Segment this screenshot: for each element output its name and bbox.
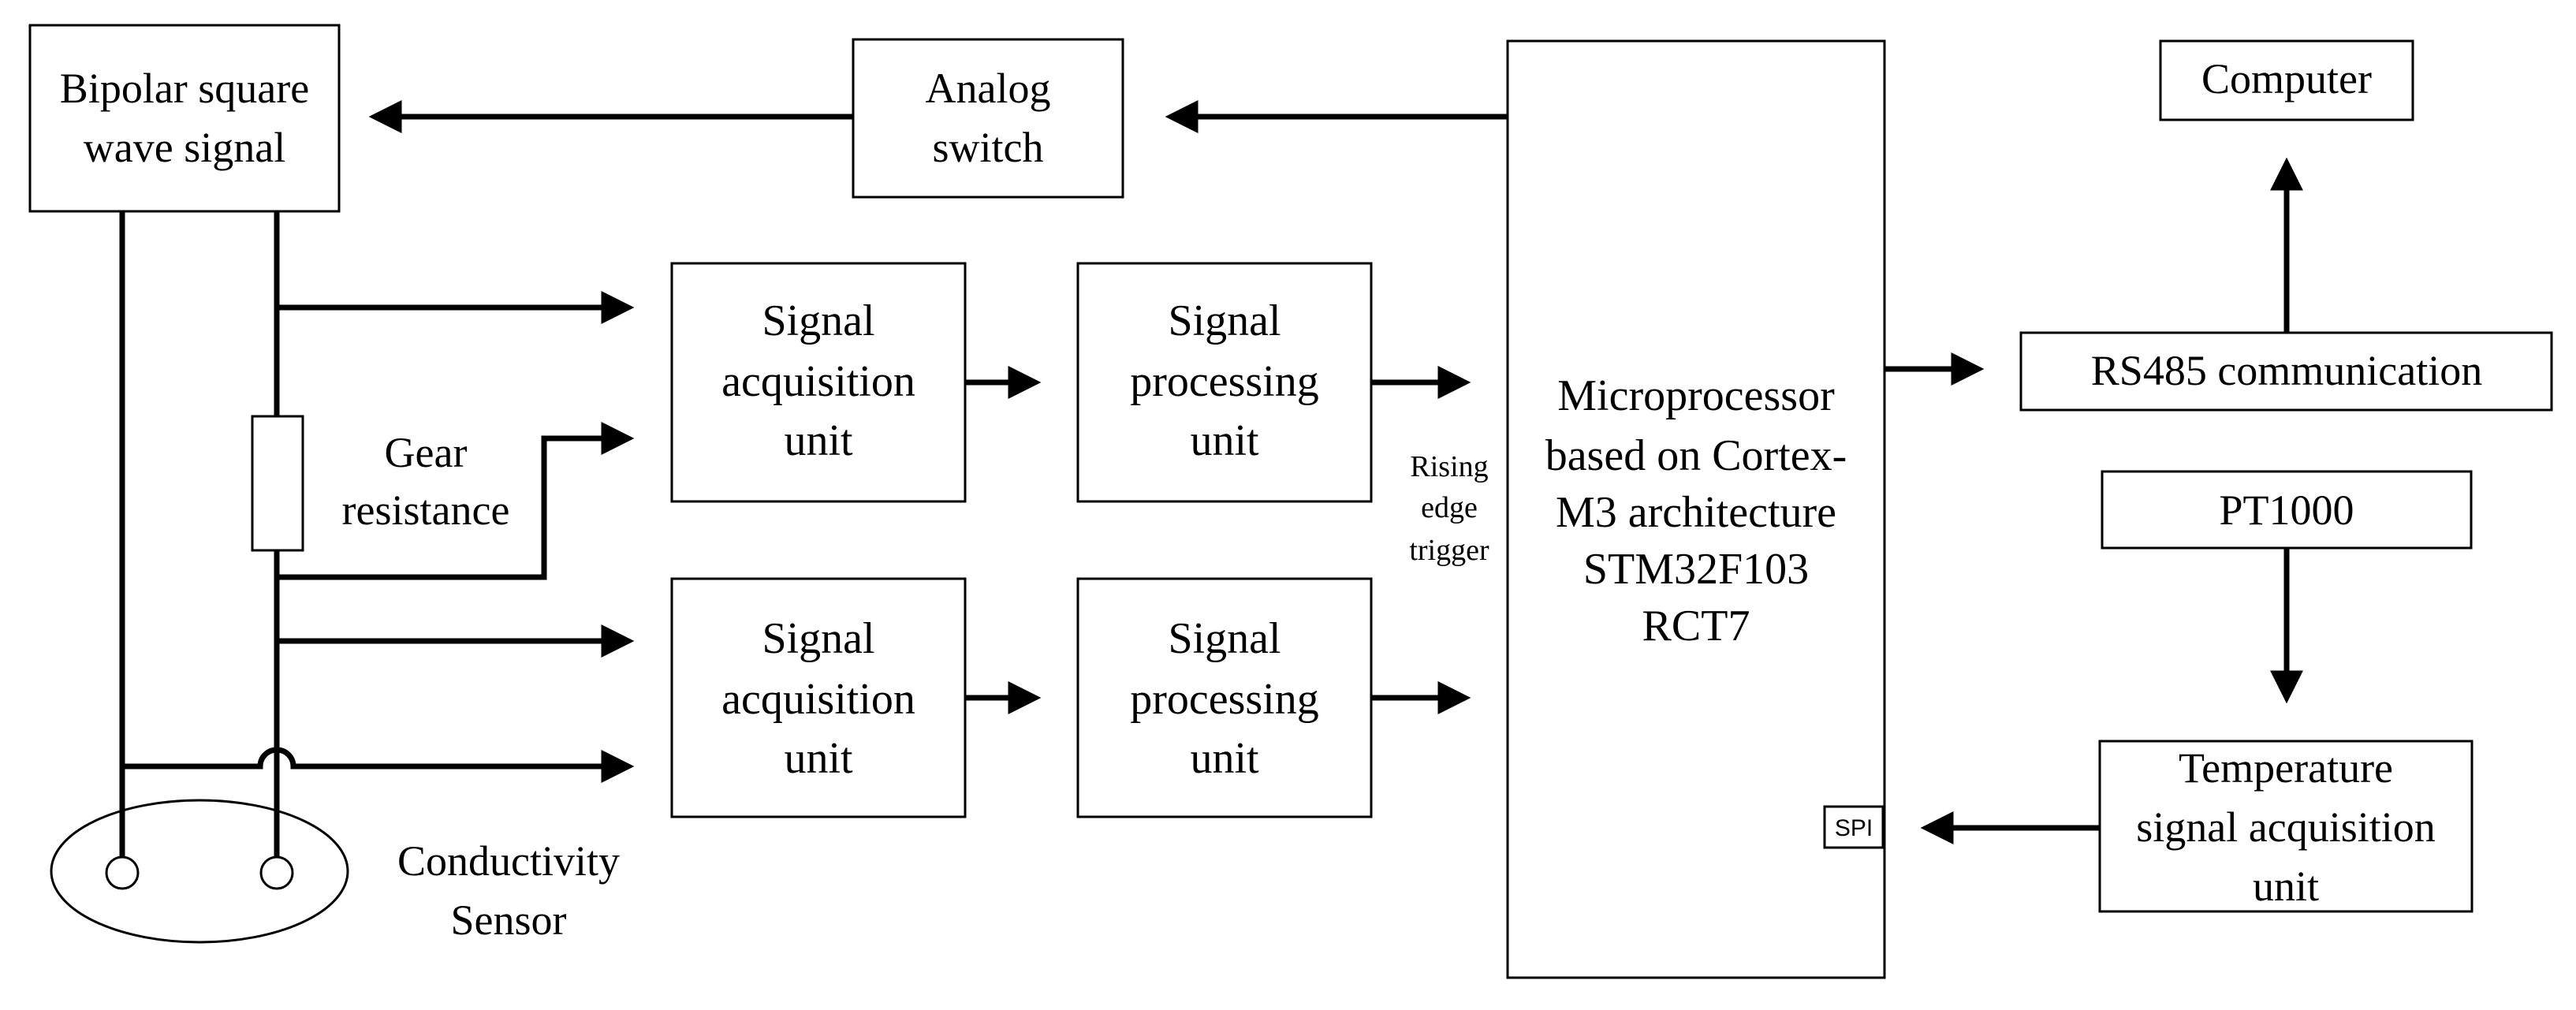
acquisition-2-line1: Signal: [762, 614, 874, 663]
gear-resistor-symbol: [251, 415, 304, 552]
microprocessor-block: Microprocessor based on Cortex- M3 archi…: [1506, 39, 1886, 979]
pt1000-block: PT1000: [2101, 470, 2473, 550]
sensor-electrode-left: [105, 855, 140, 890]
analog-switch-line2: switch: [933, 124, 1044, 171]
temperature-line3: unit: [2253, 863, 2319, 910]
signal-acquisition-unit-2: Signal acquisition unit: [670, 577, 967, 818]
acquisition-1-line1: Signal: [762, 296, 874, 345]
conductivity-sensor: [50, 799, 349, 944]
signal-processing-unit-2: Signal processing unit: [1076, 577, 1373, 818]
analog-switch-block: Analog switch: [852, 38, 1124, 199]
processing-2-line3: unit: [1190, 734, 1259, 783]
sensor-label-line2: Sensor: [451, 896, 567, 944]
microprocessor-line4: STM32F103: [1583, 545, 1809, 594]
processing-1-line2: processing: [1130, 357, 1319, 406]
acquisition-1-line3: unit: [784, 416, 853, 465]
sensor-body: [50, 799, 349, 944]
computer-label: Computer: [2201, 55, 2372, 102]
rs485-label: RS485 communication: [2091, 347, 2482, 394]
processing-2-line2: processing: [1130, 675, 1319, 724]
acquisition-2-line3: unit: [784, 734, 853, 783]
microprocessor-line1: Microprocessor: [1557, 371, 1835, 420]
analog-switch-line1: Analog: [926, 65, 1051, 112]
arrow-to-acquisition-1-bottom: [277, 422, 635, 580]
processing-1-line1: Signal: [1168, 296, 1281, 345]
acquisition-1-line2: acquisition: [721, 357, 915, 406]
bipolar-wave-line2: wave signal: [84, 124, 285, 171]
sensor-electrode-right: [259, 855, 294, 890]
bipolar-wave-block: Bipolar square wave signal: [28, 24, 341, 213]
acquisition-2-line2: acquisition: [721, 675, 915, 724]
pt1000-label: PT1000: [2219, 486, 2354, 534]
spi-label: SPI: [1835, 815, 1873, 841]
temperature-acquisition-block: Temperature signal acquisition unit: [2098, 740, 2473, 913]
spi-port: [1823, 805, 1884, 849]
computer-block: Computer: [2159, 39, 2414, 121]
rising-edge-line2: edge: [1421, 491, 1478, 524]
arrow-to-acquisition-2-bottom: [122, 747, 635, 783]
sensor-label-line1: Conductivity: [397, 837, 620, 885]
gear-resistance-line1: Gear: [385, 429, 468, 476]
rs485-block: RS485 communication: [2019, 331, 2553, 412]
processing-2-line1: Signal: [1168, 614, 1281, 663]
processing-1-line3: unit: [1190, 416, 1259, 465]
connection-lines: [119, 100, 2303, 869]
bipolar-wave-line1: Bipolar square: [60, 65, 309, 112]
signal-acquisition-unit-1: Signal acquisition unit: [670, 262, 967, 503]
temperature-line2: signal acquisition: [2136, 803, 2435, 851]
temperature-line1: Temperature: [2179, 744, 2393, 792]
gear-resistance-line2: resistance: [342, 486, 510, 534]
rising-edge-line3: trigger: [1409, 534, 1489, 567]
microprocessor-line3: M3 architecture: [1556, 488, 1836, 537]
signal-processing-unit-1: Signal processing unit: [1076, 262, 1373, 503]
microprocessor-line5: RCT7: [1642, 602, 1750, 650]
microprocessor-line2: based on Cortex-: [1545, 431, 1847, 480]
rising-edge-line1: Rising: [1410, 450, 1488, 483]
